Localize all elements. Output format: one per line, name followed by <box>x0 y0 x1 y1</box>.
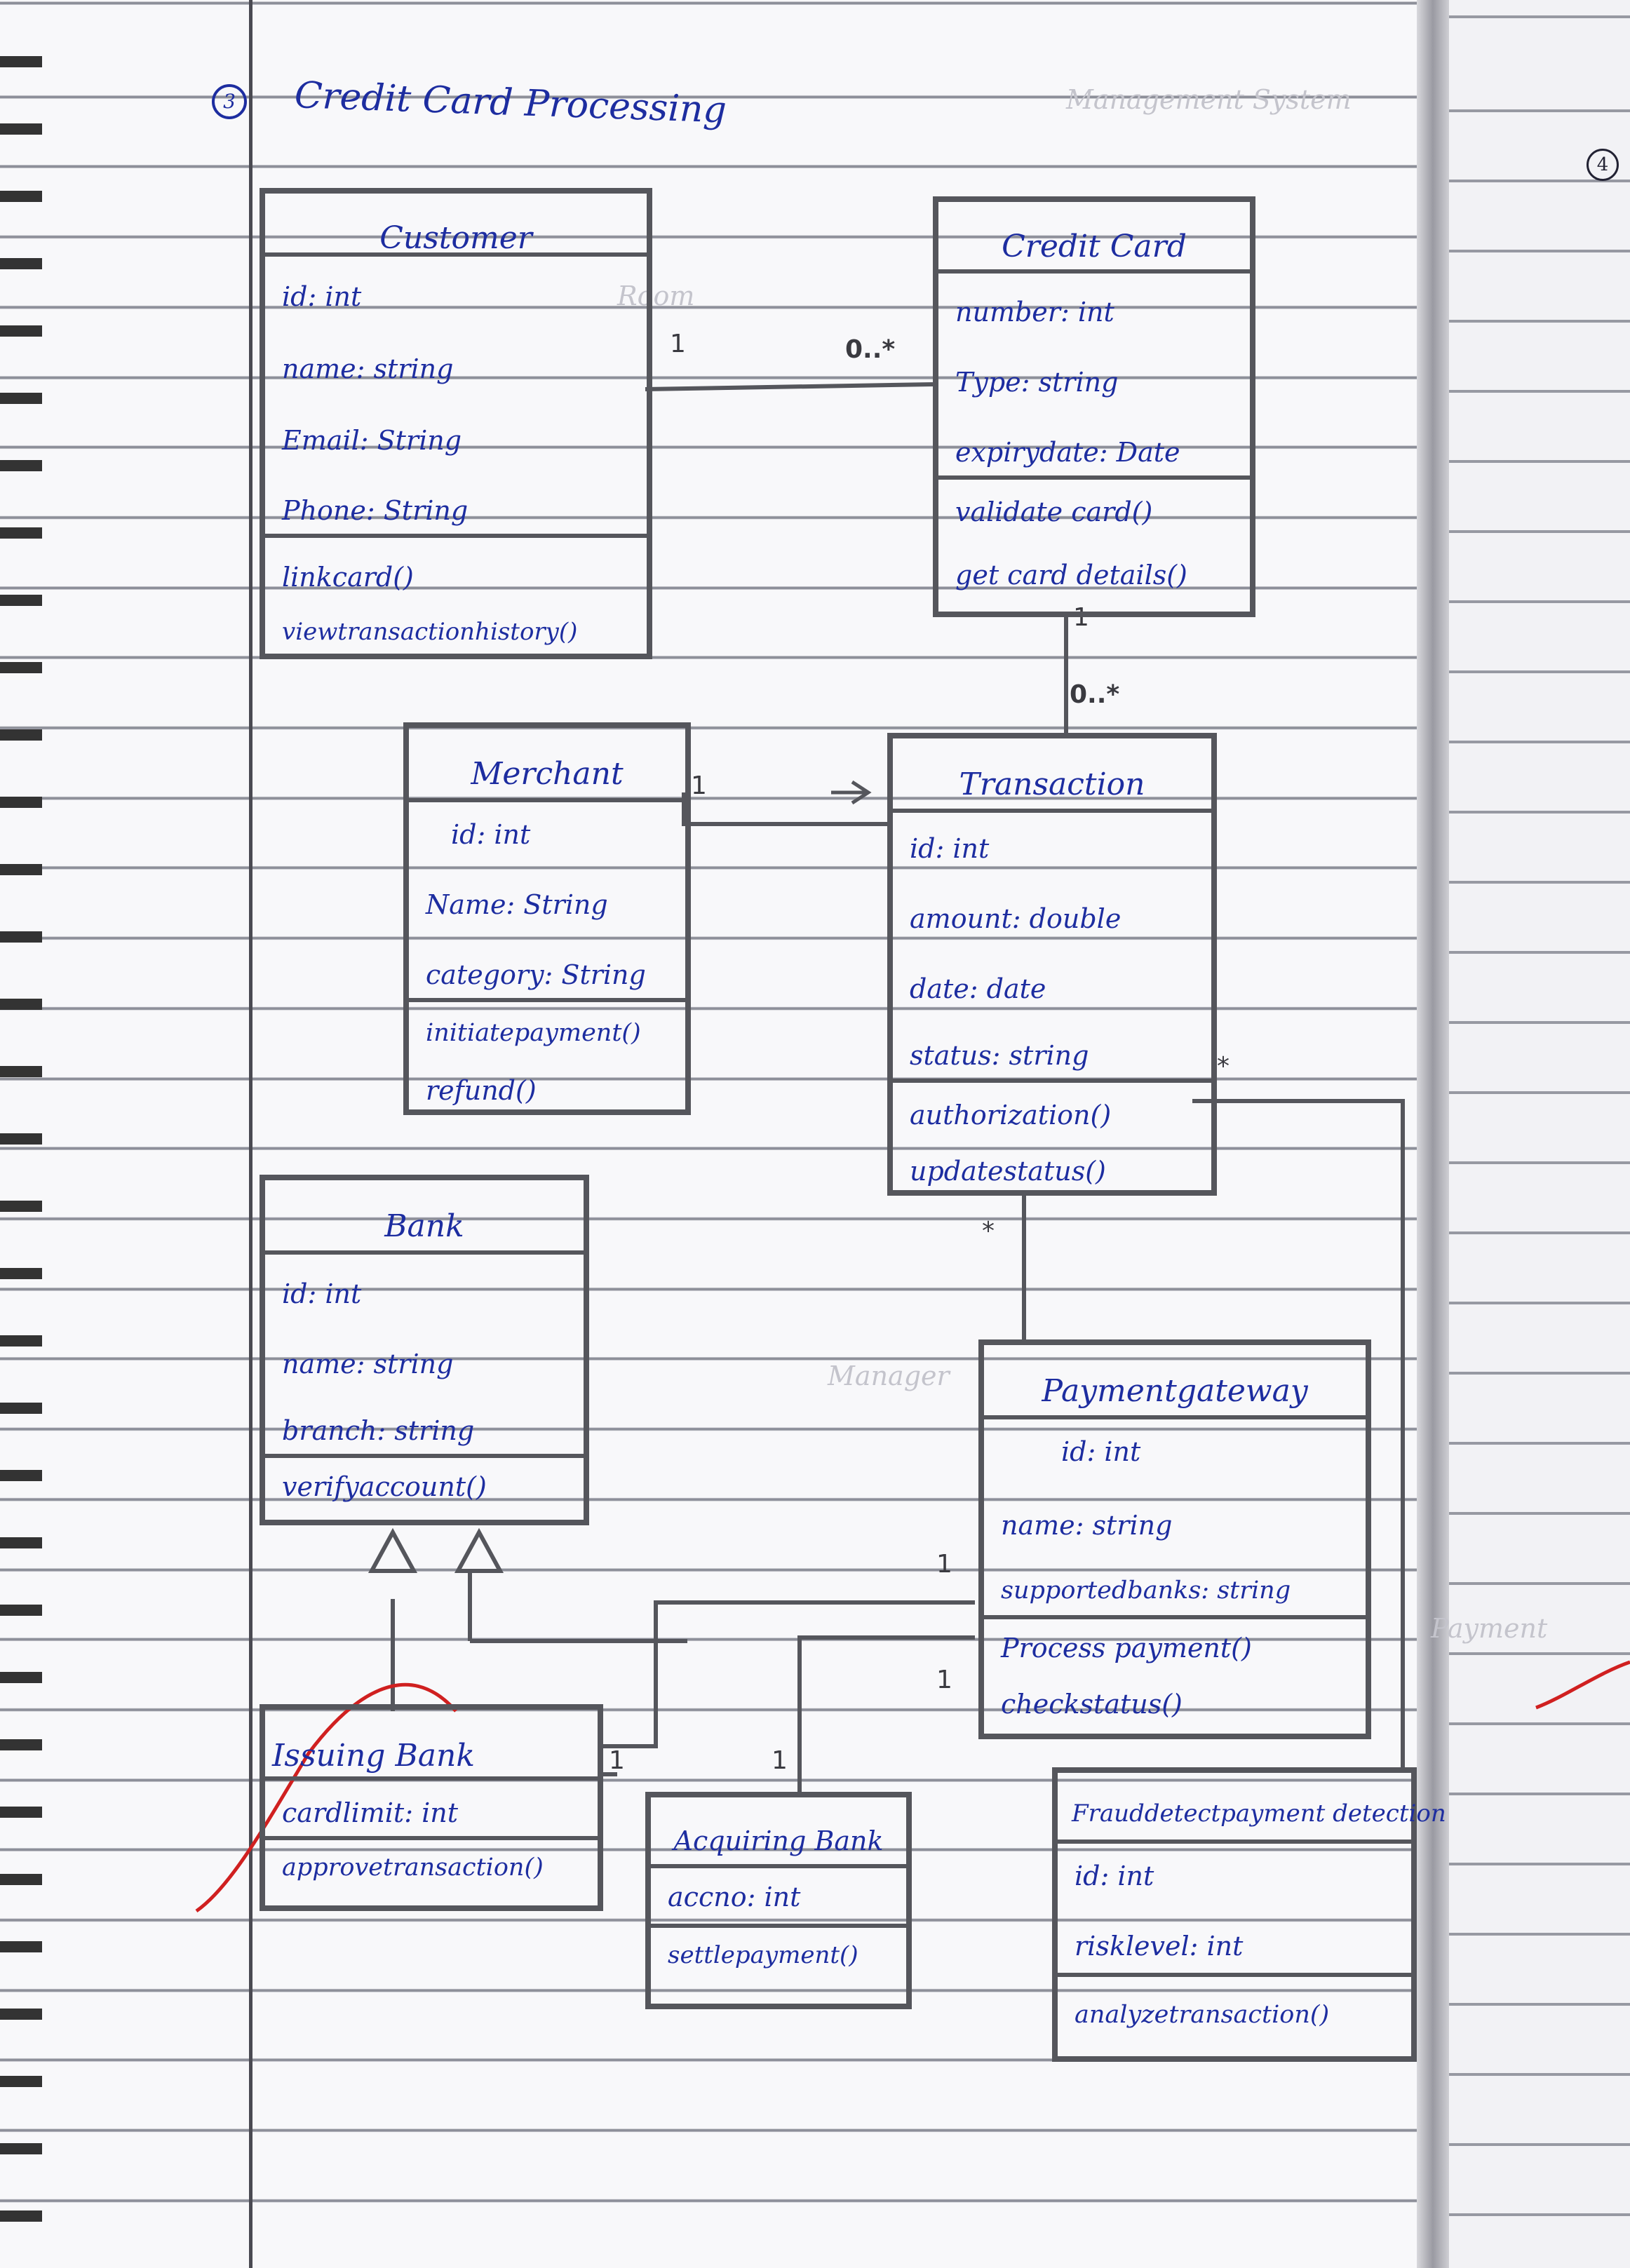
show-through-text: Room <box>617 281 695 311</box>
class-transaction: Transaction id: int amount: double date:… <box>887 733 1217 1196</box>
class-customer: Customer id: int name: string Email: Str… <box>260 188 652 659</box>
multiplicity-label: * <box>1217 1052 1230 1081</box>
class-method: verifyaccount() <box>282 1471 487 1502</box>
class-divider <box>651 1924 906 1928</box>
class-divider <box>938 269 1250 274</box>
class-attribute: date: date <box>910 973 1046 1004</box>
class-attribute: Type: string <box>955 367 1119 398</box>
class-attribute: number: int <box>955 297 1114 328</box>
class-method: checkstatus() <box>1001 1689 1183 1720</box>
class-name: Credit Card <box>1002 229 1187 264</box>
class-method: refund() <box>426 1075 537 1106</box>
class-divider <box>265 252 647 257</box>
class-fraud-detection: Frauddetectpayment detection id: int ris… <box>1052 1767 1446 2062</box>
class-method: updatestatus() <box>910 1156 1106 1187</box>
class-attribute: expirydate: Date <box>955 437 1180 468</box>
class-bank: Bank id: int name: string branch: string… <box>260 1175 589 1525</box>
class-name: Frauddetectpayment detection <box>1072 1800 1446 1828</box>
class-name: Acquiring Bank <box>673 1825 884 1856</box>
show-through-text: Payment <box>1431 1613 1548 1644</box>
class-divider <box>984 1615 1366 1619</box>
class-method: viewtransactionhistory() <box>282 618 578 646</box>
class-attribute: name: string <box>282 353 454 384</box>
class-method: get card details() <box>955 560 1187 590</box>
class-divider <box>893 809 1211 813</box>
class-method: authorization() <box>910 1100 1112 1130</box>
question-number: 3 <box>212 84 247 119</box>
class-attribute: accno: int <box>668 1882 801 1912</box>
class-attribute: id: int <box>1061 1436 1141 1467</box>
class-attribute: category: String <box>426 959 646 990</box>
multiplicity-label: 0..* <box>1070 680 1120 709</box>
multiplicity-label: 1 <box>936 1666 952 1694</box>
class-divider <box>893 1079 1211 1083</box>
class-attribute: Email: String <box>282 425 462 456</box>
multiplicity-label: 1 <box>609 1746 625 1775</box>
class-divider <box>651 1864 906 1868</box>
page-number: 4 <box>1587 149 1619 181</box>
margin-line <box>249 0 252 2268</box>
class-divider <box>265 1776 598 1781</box>
class-method: analyzetransaction() <box>1075 2001 1330 2029</box>
multiplicity-label: 0..* <box>845 335 896 364</box>
class-attribute: supportedbanks: string <box>1001 1577 1291 1605</box>
class-merchant: Merchant id: int Name: String category: … <box>403 722 691 1115</box>
class-method: Process payment() <box>1001 1633 1252 1663</box>
class-attribute: name: string <box>1001 1510 1173 1541</box>
class-divider <box>265 1836 598 1840</box>
class-divider <box>265 534 647 538</box>
class-name: Merchant <box>471 756 624 792</box>
class-divider <box>938 475 1250 480</box>
class-attribute: status: string <box>910 1040 1089 1071</box>
class-name: Customer <box>379 220 532 256</box>
show-through-text: Management System <box>1066 84 1352 115</box>
class-issuing-bank: Issuing Bank cardlimit: int approvetrans… <box>260 1704 603 1911</box>
class-attribute: branch: string <box>282 1415 475 1446</box>
class-method: linkcard() <box>282 562 414 593</box>
class-name: Paymentgateway <box>1042 1373 1308 1409</box>
class-divider <box>984 1415 1366 1419</box>
class-payment-gateway: Paymentgateway id: int name: string supp… <box>978 1339 1371 1739</box>
class-attribute: Name: String <box>426 889 608 920</box>
class-attribute: id: int <box>1075 1861 1154 1891</box>
class-attribute: name: string <box>282 1349 454 1379</box>
class-method: settlepayment() <box>668 1941 858 1969</box>
class-method: approvetransaction() <box>282 1854 544 1882</box>
class-divider <box>409 798 685 802</box>
class-attribute: id: int <box>282 1278 362 1309</box>
class-attribute: id: int <box>282 281 362 312</box>
class-method: initiatepayment() <box>426 1019 641 1047</box>
class-divider <box>265 1454 584 1458</box>
multiplicity-label: 1 <box>772 1746 788 1775</box>
class-divider <box>1058 1840 1411 1844</box>
class-attribute: id: int <box>451 819 531 850</box>
multiplicity-label: 1 <box>1073 603 1089 632</box>
class-attribute: risklevel: int <box>1075 1931 1244 1962</box>
class-attribute: cardlimit: int <box>282 1797 458 1828</box>
class-attribute: amount: double <box>910 903 1122 934</box>
notebook-gutter <box>1417 0 1449 2268</box>
class-method: validate card() <box>955 497 1153 527</box>
show-through-text: Manager <box>828 1361 950 1391</box>
multiplicity-label: 1 <box>936 1550 952 1579</box>
binding-holes <box>0 0 42 2268</box>
class-attribute: Phone: String <box>282 495 469 526</box>
multiplicity-label: 1 <box>691 771 707 800</box>
class-divider <box>1058 1973 1411 1977</box>
facing-page <box>1449 0 1630 2268</box>
class-name: Issuing Bank <box>272 1738 476 1774</box>
class-divider <box>265 1250 584 1255</box>
multiplicity-label: * <box>982 1217 995 1246</box>
class-name: Bank <box>384 1208 464 1244</box>
class-name: Transaction <box>959 767 1145 802</box>
multiplicity-label: 1 <box>670 330 686 358</box>
class-acquiring-bank: Acquiring Bank accno: int settlepayment(… <box>645 1792 912 2009</box>
class-credit-card: Credit Card number: int Type: string exp… <box>933 196 1255 617</box>
class-divider <box>409 998 685 1002</box>
class-attribute: id: int <box>910 833 990 864</box>
